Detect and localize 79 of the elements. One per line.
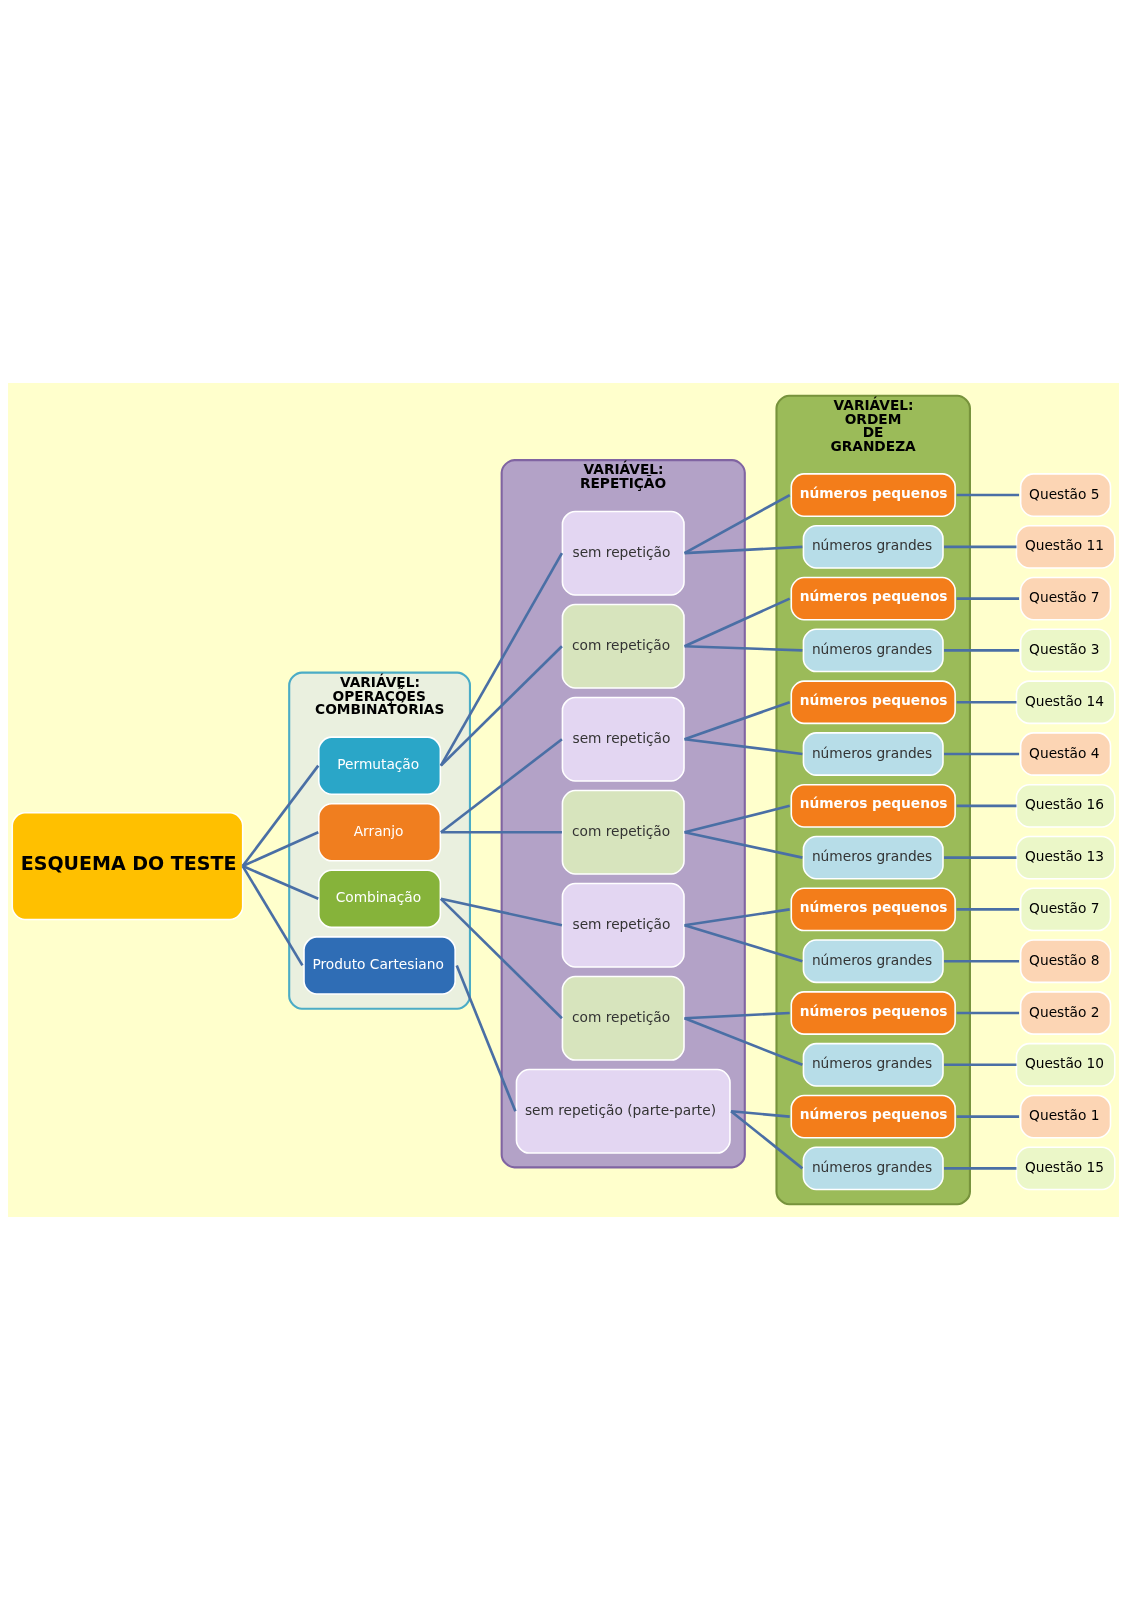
connector [439, 552, 564, 767]
connector [944, 649, 1020, 652]
connector [439, 645, 563, 767]
connector [684, 830, 803, 859]
node-box: Questão 10 [1015, 1042, 1116, 1087]
node-box: ESQUEMA DO TESTE [11, 811, 244, 921]
node-box: sem repetição [561, 882, 685, 968]
connector [944, 1167, 1017, 1170]
connector [242, 864, 319, 901]
node-box: Combinação [318, 869, 442, 929]
node-box: números pequenos [790, 473, 956, 517]
node-box: números grandes [802, 835, 944, 880]
node-box: números grandes [802, 939, 944, 984]
connector [956, 804, 1017, 808]
connector [684, 908, 790, 927]
node-box: com repetição [561, 603, 685, 689]
node-box: números pequenos [790, 1094, 956, 1139]
node-box: Questão 4 [1019, 732, 1112, 776]
connector [440, 897, 563, 927]
node-box: Questão 1 [1019, 1094, 1112, 1139]
connector [956, 597, 1020, 600]
node-box: Questão 8 [1019, 939, 1112, 984]
node-box: Questão 15 [1015, 1146, 1116, 1191]
connector [684, 700, 791, 741]
connector [242, 831, 319, 868]
node-box: Questão 13 [1015, 835, 1116, 880]
connector [684, 1011, 790, 1020]
node-box: números pequenos [790, 887, 956, 932]
connector [440, 738, 563, 834]
connector [956, 908, 1020, 911]
connector [944, 959, 1020, 963]
node-box: números grandes [802, 628, 944, 673]
connector [956, 700, 1017, 704]
connector [683, 493, 791, 555]
connector [439, 897, 563, 1020]
connector [684, 644, 803, 652]
node-box: Produto Cartesiano [303, 936, 456, 995]
node-box: sem repetição (parte-parte) [515, 1068, 731, 1154]
connector [944, 1063, 1017, 1067]
node-box: números pequenos [790, 576, 956, 621]
node-box: com repetição [561, 789, 685, 875]
node-box: números pequenos [790, 991, 956, 1035]
node-box: Questão 3 [1019, 628, 1112, 673]
node-box: Questão 16 [1015, 783, 1116, 828]
connector [956, 493, 1020, 497]
connector [684, 545, 803, 555]
connector [455, 964, 517, 1112]
node-box: números grandes [802, 524, 944, 569]
connector [956, 1115, 1020, 1118]
connector [684, 924, 803, 963]
node-box: com repetição [561, 975, 685, 1061]
node-box: números pequenos [790, 783, 956, 828]
node-box: Questão 7 [1019, 887, 1112, 932]
connector [956, 1011, 1020, 1015]
connector [730, 1110, 790, 1118]
connector [684, 804, 791, 834]
node-box: números pequenos [790, 680, 956, 725]
node-box: Questão 2 [1019, 991, 1112, 1035]
node-box: números grandes [802, 1042, 944, 1087]
connector [944, 545, 1017, 549]
connector [944, 752, 1020, 756]
connector [684, 597, 791, 648]
node-box: Questão 11 [1015, 524, 1116, 569]
connector [730, 1110, 804, 1170]
node-box: números grandes [802, 732, 944, 776]
node-box: Questão 7 [1019, 576, 1112, 621]
node-box: Questão 5 [1019, 473, 1112, 517]
connector [241, 764, 320, 867]
node-box: Arranjo [318, 802, 442, 862]
node-box: sem repetição [561, 696, 685, 782]
connector [684, 1017, 803, 1066]
node-box: Permutação [318, 736, 442, 795]
connector [241, 865, 304, 967]
node-box: Questão 14 [1015, 680, 1116, 725]
connector [440, 830, 562, 834]
connector [684, 737, 803, 756]
connector [944, 856, 1017, 859]
node-box: sem repetição [561, 510, 685, 596]
node-box: números grandes [802, 1146, 944, 1191]
